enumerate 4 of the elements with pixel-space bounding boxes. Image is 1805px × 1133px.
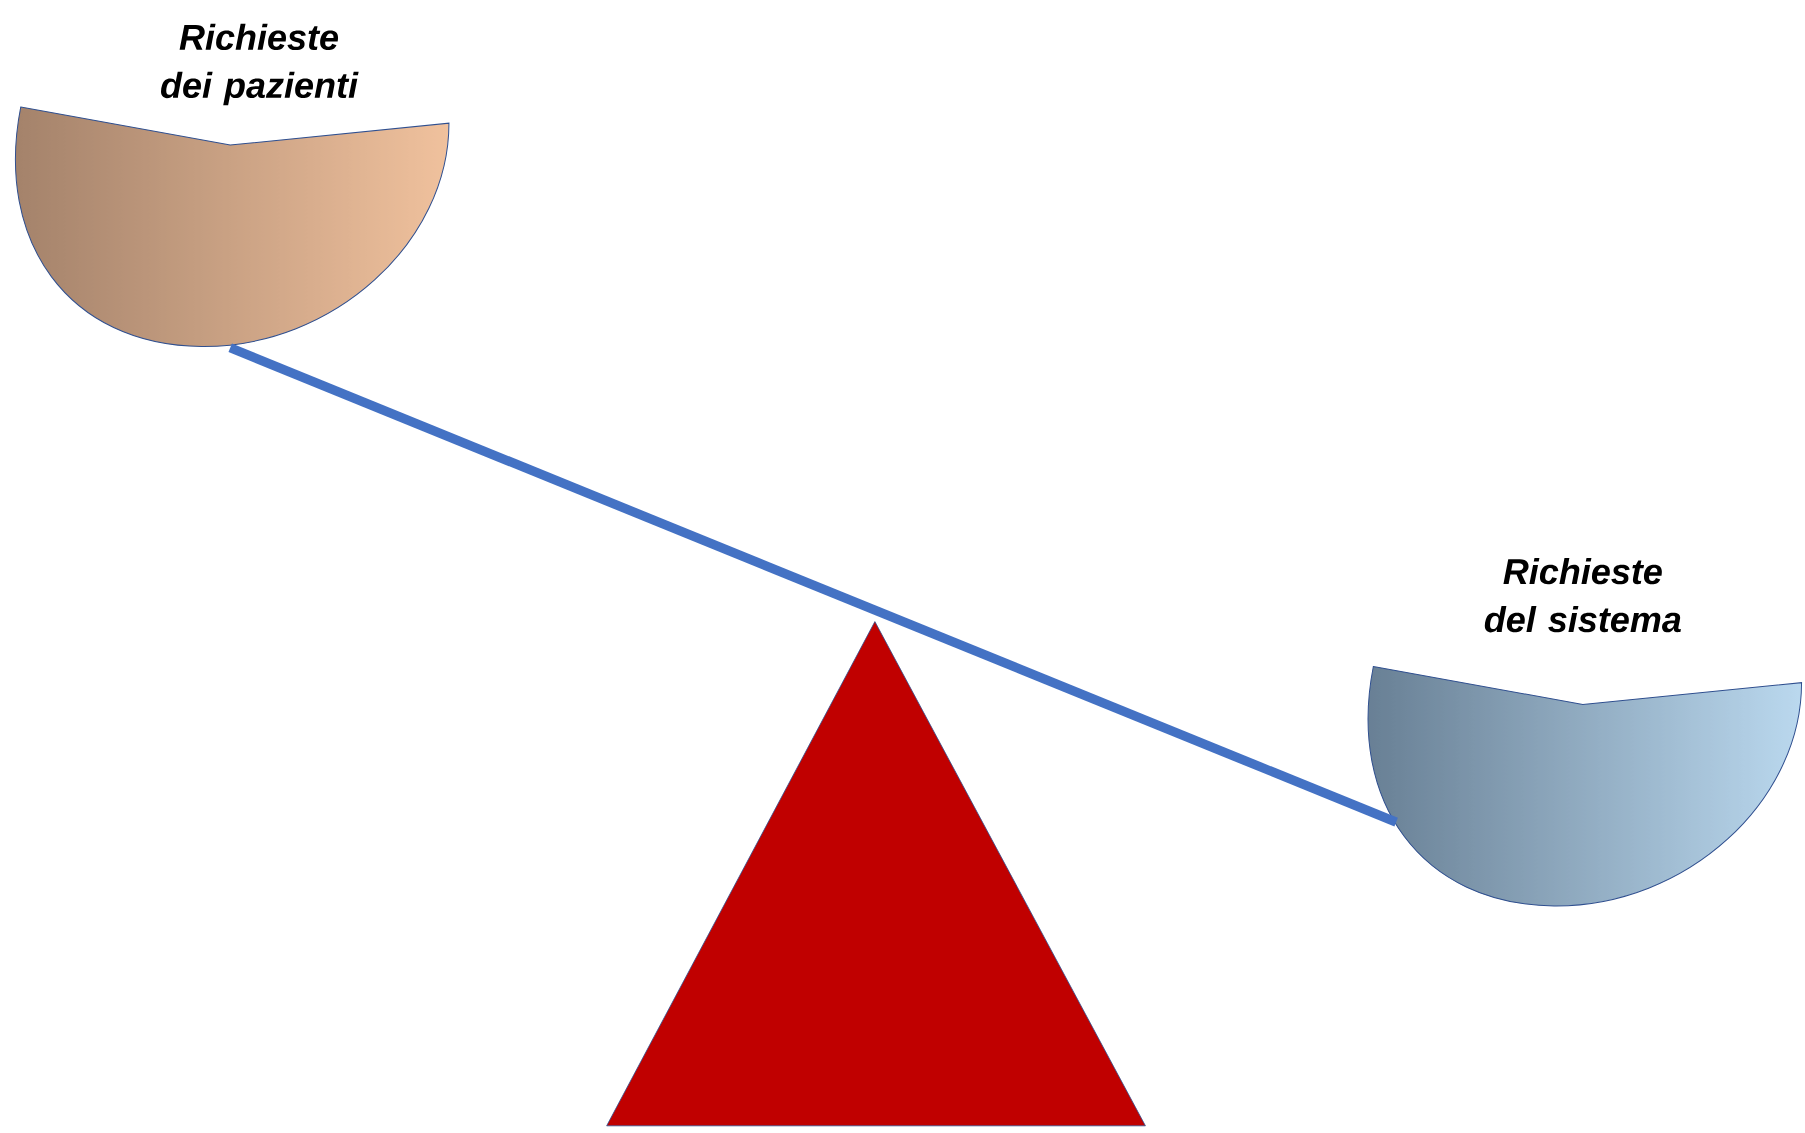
fulcrum-triangle	[606, 621, 1146, 1127]
balance-beam	[228, 343, 1398, 827]
pan-label: Richieste dei pazienti	[161, 23, 359, 106]
pan-label: Richieste del sistema	[1484, 558, 1681, 633]
